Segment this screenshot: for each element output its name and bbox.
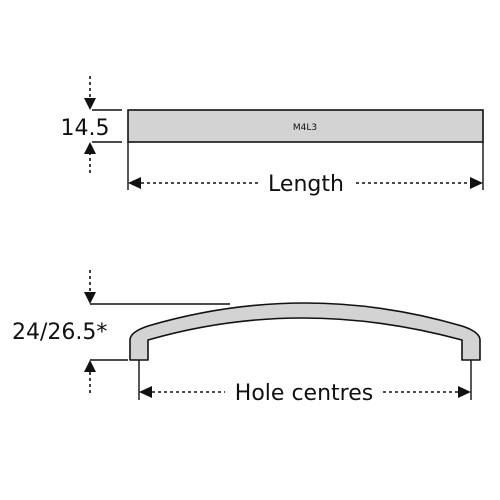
length-arrow-right bbox=[470, 177, 483, 189]
side-view: 24/26.5* Hole centres bbox=[12, 270, 481, 406]
side-height-arrow-down bbox=[84, 292, 96, 304]
top-view: M4L3 14.5 Length bbox=[61, 76, 484, 197]
hole-centres-label: Hole centres bbox=[235, 381, 373, 406]
hole-arrow-left bbox=[139, 386, 152, 398]
length-label: Length bbox=[268, 172, 344, 197]
handle-bar-top-view bbox=[127, 109, 484, 143]
height-arrow-up bbox=[84, 142, 96, 154]
side-height-arrow-up bbox=[84, 360, 96, 372]
handle-arch-side-view bbox=[129, 302, 481, 361]
side-height-label: 24/26.5* bbox=[12, 320, 107, 345]
height-label: 14.5 bbox=[61, 116, 110, 141]
height-arrow-down bbox=[84, 98, 96, 110]
product-code: M4L3 bbox=[293, 123, 317, 133]
hole-arrow-right bbox=[458, 386, 471, 398]
length-arrow-left bbox=[128, 177, 141, 189]
